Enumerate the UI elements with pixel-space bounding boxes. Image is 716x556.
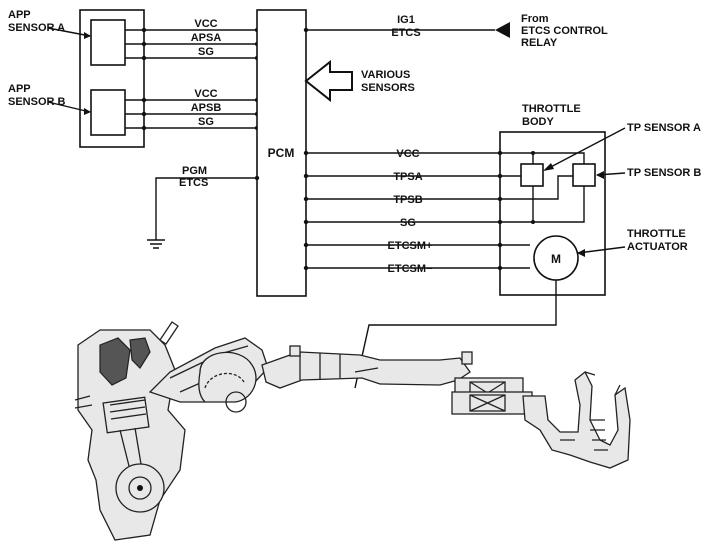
- app-sensor-b-leader: [47, 101, 91, 113]
- throttle-wire-etcsm-plus: ETCSM+: [388, 240, 433, 252]
- throttle-wires: [303, 150, 503, 271]
- ig1-etcs-pin: [303, 27, 309, 33]
- pgm-label-1: PGM: [182, 165, 207, 177]
- ig1-arrow-icon: [495, 22, 510, 38]
- throttle-wire-tpsa: TPSA: [393, 171, 422, 183]
- from-relay-label-1: From: [521, 13, 549, 25]
- tp-sensor-a-leader: [544, 127, 626, 171]
- pgm-etcs-pin: [254, 175, 260, 181]
- various-sensors-label-1: VARIOUS: [361, 69, 410, 81]
- throttle-wire-tpsb: TPSB: [393, 194, 422, 206]
- throttle-body-label-1: THROTTLE: [522, 103, 581, 115]
- throttle-actuator-arrowhead: [577, 249, 585, 257]
- throttle-wire-vcc: VCC: [396, 148, 419, 160]
- app-sensor-b-label-1: APP: [8, 83, 31, 95]
- app-sensor-b-arrowhead: [84, 108, 91, 115]
- tp-sensor-a-box: [520, 163, 544, 187]
- from-relay-label-2: ETCS CONTROL: [521, 25, 608, 37]
- motor-label: M: [551, 252, 561, 266]
- app-sensor-b-label-2: SENSOR B: [8, 96, 66, 108]
- app-sensor-a-label-2: SENSOR A: [8, 22, 65, 34]
- ig1-label-2: ETCS: [391, 27, 420, 39]
- app-b-wire-apsb: APSB: [191, 102, 222, 114]
- various-sensors-label-2: SENSORS: [361, 82, 415, 94]
- throttle-internal-wiring: [500, 151, 585, 269]
- app-a-wire-vcc: VCC: [194, 18, 217, 30]
- throttle-wire-etcsm-minus: ETCSM−: [388, 263, 433, 275]
- throttle-actuator-leader: [577, 246, 626, 254]
- pcm-label: PCM: [268, 146, 295, 160]
- from-relay-label-3: RELAY: [521, 37, 558, 49]
- ig1-label-1: IG1: [397, 14, 415, 26]
- various-sensors-arrow-icon: [304, 59, 353, 103]
- app-a-internal-wires: [125, 29, 144, 59]
- app-sensor-a-arrowhead: [84, 32, 91, 39]
- ground-icon: [147, 239, 165, 249]
- tp-sensor-b-label: TP SENSOR B: [627, 167, 701, 179]
- app-a-wires: [141, 27, 260, 61]
- throttle-body-label-2: BODY: [522, 116, 554, 128]
- app-sensor-b-box: [90, 89, 126, 136]
- tp-sensor-a-arrowhead: [543, 163, 554, 171]
- tp-sensor-b-arrowhead: [596, 171, 604, 179]
- pcm-box: [256, 9, 307, 297]
- app-a-wire-sg: SG: [198, 46, 214, 58]
- throttle-actuator-label-1: THROTTLE: [627, 228, 686, 240]
- app-sensor-a-label-1: APP: [8, 9, 31, 21]
- tp-sensor-b-box: [572, 163, 596, 187]
- pgm-label-2: ETCS: [179, 177, 208, 189]
- app-b-internal-wires: [125, 99, 144, 129]
- pgm-etcs-wire: [155, 177, 257, 240]
- app-a-wire-apsa: APSA: [191, 32, 222, 44]
- app-b-wire-vcc: VCC: [194, 88, 217, 100]
- throttle-actuator-label-2: ACTUATOR: [627, 241, 688, 253]
- app-sensor-a-box: [90, 19, 126, 66]
- app-b-wire-sg: SG: [198, 116, 214, 128]
- engine-intake-illustration: [74, 321, 631, 541]
- throttle-wire-sg: SG: [400, 217, 416, 229]
- tp-sensor-a-label: TP SENSOR A: [627, 122, 701, 134]
- app-sensor-a-leader: [47, 27, 91, 37]
